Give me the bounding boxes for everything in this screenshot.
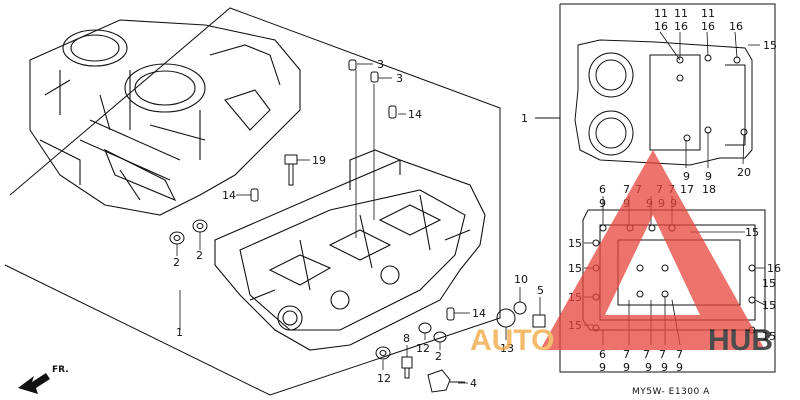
right-view-frame bbox=[535, 3, 776, 373]
callout-16: 16 bbox=[654, 20, 668, 33]
callout-2: 2 bbox=[173, 256, 180, 269]
callout-9: 9 bbox=[705, 170, 712, 183]
callout-3: 3 bbox=[377, 58, 384, 71]
dowel-pin-icon bbox=[250, 188, 259, 202]
callout-1: 1 bbox=[176, 326, 183, 339]
callout-16: 16 bbox=[701, 20, 715, 33]
callout-3: 3 bbox=[396, 72, 403, 85]
dowel-pin-icon bbox=[446, 307, 455, 321]
callout-16: 16 bbox=[767, 262, 781, 275]
callout-15: 15 bbox=[568, 262, 582, 275]
callouts-left: 3 3 14 19 14 2 2 1 14 12 12 2 8 4 13 10 … bbox=[173, 58, 544, 390]
callout-14: 14 bbox=[222, 189, 236, 202]
callout-15: 15 bbox=[762, 299, 776, 312]
callout-15: 15 bbox=[762, 277, 776, 290]
callout-6: 6 bbox=[599, 183, 606, 196]
callout-9: 9 bbox=[661, 361, 668, 374]
callout-15: 15 bbox=[763, 39, 777, 52]
callout-11: 11 bbox=[654, 7, 668, 20]
callout-20: 20 bbox=[737, 166, 751, 179]
callout-11: 11 bbox=[701, 7, 715, 20]
callout-9: 9 bbox=[683, 170, 690, 183]
callout-4: 4 bbox=[470, 377, 477, 390]
callout-9: 9 bbox=[599, 197, 606, 210]
callout-9: 9 bbox=[623, 361, 630, 374]
left-assembly-frame bbox=[4, 7, 501, 396]
callout-9: 9 bbox=[676, 361, 683, 374]
watermark-text-moto: MOTO bbox=[573, 324, 662, 357]
callout-8: 8 bbox=[403, 332, 410, 345]
callout-5: 5 bbox=[537, 284, 544, 297]
callout-9: 9 bbox=[645, 361, 652, 374]
arrow-icon bbox=[18, 373, 50, 394]
lower-crankcase bbox=[214, 149, 486, 351]
watermark: AUTO MOTO HUB bbox=[470, 150, 773, 357]
callout-17: 17 bbox=[680, 183, 694, 196]
watermark-text-hub: HUB bbox=[708, 324, 773, 357]
callout-15: 15 bbox=[568, 237, 582, 250]
callout-12: 12 bbox=[416, 342, 430, 355]
callout-6: 6 bbox=[599, 348, 606, 361]
callout-15: 15 bbox=[745, 226, 759, 239]
dowel-pin-icon bbox=[370, 71, 379, 83]
callout-10: 10 bbox=[514, 273, 528, 286]
callout-7: 7 bbox=[623, 183, 630, 196]
dowel-pin-icon bbox=[348, 59, 357, 71]
callout-9: 9 bbox=[599, 361, 606, 374]
callout-7: 7 bbox=[659, 348, 666, 361]
dowel-pin-icon bbox=[388, 105, 397, 119]
callout-15: 15 bbox=[762, 330, 776, 343]
upper-crankcase bbox=[29, 19, 301, 216]
upper-case-plan bbox=[574, 39, 753, 166]
callout-2: 2 bbox=[435, 350, 442, 363]
drawing-code: MY5W- E1300 A bbox=[632, 387, 710, 397]
callout-1: 1 bbox=[521, 112, 528, 125]
callout-7: 7 bbox=[676, 348, 683, 361]
callout-14: 14 bbox=[408, 108, 422, 121]
watermark-text-auto: AUTO bbox=[470, 324, 554, 357]
callout-11: 11 bbox=[674, 7, 688, 20]
warning-triangle-icon bbox=[540, 150, 765, 350]
callout-18: 18 bbox=[702, 183, 716, 196]
front-direction-arrow: FR. bbox=[18, 365, 69, 394]
direction-label: FR. bbox=[52, 365, 69, 375]
callout-12: 12 bbox=[377, 372, 391, 385]
callout-14: 14 bbox=[472, 307, 486, 320]
callout-2: 2 bbox=[196, 249, 203, 262]
callout-16: 16 bbox=[729, 20, 743, 33]
callout-13: 13 bbox=[500, 342, 514, 355]
callout-7: 7 bbox=[623, 348, 630, 361]
callout-7: 7 bbox=[643, 348, 650, 361]
leader-lines-left bbox=[176, 63, 541, 384]
callout-16: 16 bbox=[674, 20, 688, 33]
callout-19: 19 bbox=[312, 154, 326, 167]
